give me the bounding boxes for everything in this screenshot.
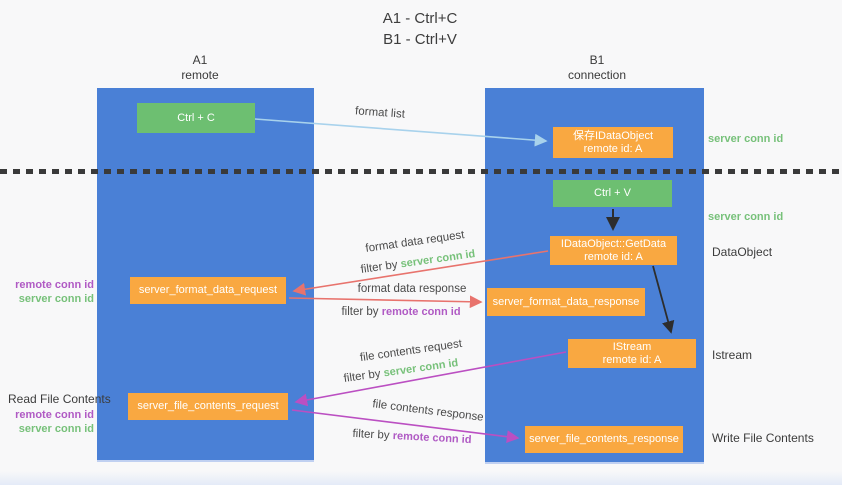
save-idataobject-line2: remote id: A — [583, 142, 643, 155]
lane-a1-role: remote — [181, 68, 219, 82]
read-file-contents-label: Read File Contents — [8, 392, 111, 406]
arrow-format-data-response — [288, 295, 483, 309]
server-file-contents-request-box: server_file_contents_request — [128, 393, 288, 420]
ctrl-c-label: Ctrl + C — [177, 111, 215, 124]
server-format-data-request-label: server_format_data_request — [138, 284, 278, 296]
arrow-format-data-request — [292, 250, 549, 296]
istream-side-label: Istream — [712, 348, 753, 362]
getdata-line1: IDataObject::GetData — [560, 237, 667, 250]
remote-conn-id-label-format: remote conn id — [15, 279, 94, 291]
arrow-format-list — [254, 118, 548, 147]
title-line-1: A1 - Ctrl+C — [382, 10, 458, 27]
remote-conn-id-label-file: remote conn id — [15, 409, 94, 421]
lane-header-a1: A1 remote — [140, 53, 260, 83]
title-line-2: B1 - Ctrl+V — [383, 31, 457, 48]
diagram-title: A1 - Ctrl+C B1 - Ctrl+V — [320, 8, 520, 50]
lane-header-b1: B1 connection — [537, 53, 657, 83]
arrow-file-contents-request — [294, 351, 567, 407]
istream-line1: IStream — [612, 340, 652, 353]
server-conn-id-label-file: server conn id — [18, 423, 94, 435]
server-file-contents-response-label: server_file_contents_response — [529, 433, 679, 445]
lane-b1-role: connection — [567, 68, 627, 82]
lane-a1-name: A1 — [192, 53, 208, 67]
bottom-fade-strip — [0, 471, 842, 485]
arrow-getdata-to-istream — [652, 265, 675, 334]
write-file-contents-label: Write File Contents — [712, 431, 814, 445]
filter-prefix: filter by — [352, 427, 394, 442]
istream-line2: remote id: A — [602, 353, 662, 366]
server-file-contents-request-label: server_file_contents_request — [137, 400, 279, 412]
server-file-contents-response-box: server_file_contents_response — [525, 426, 683, 453]
server-format-data-response-box: server_format_data_response — [487, 288, 645, 316]
getdata-box: IDataObject::GetData remote id: A — [550, 236, 677, 265]
server-format-data-request-box: server_format_data_request — [130, 277, 286, 304]
istream-box: IStream remote id: A — [568, 339, 696, 368]
save-idataobject-box: 保存IDataObject remote id: A — [553, 127, 673, 158]
ctrl-v-box: Ctrl + V — [553, 180, 672, 207]
ctrl-c-box: Ctrl + C — [137, 103, 255, 133]
phase-separator-dotted-line — [0, 169, 842, 174]
filter-by-remote-conn-id-format: filter by remote conn id — [341, 306, 460, 318]
getdata-line2: remote id: A — [584, 250, 643, 263]
server-format-data-response-label: server_format_data_response — [492, 295, 640, 308]
server-conn-id-label-top: server conn id — [708, 133, 784, 145]
format-data-response-label: format data response — [357, 283, 467, 295]
arrow-file-contents-response — [291, 409, 520, 443]
server-conn-id-label-mid: server conn id — [708, 211, 784, 223]
filter-prefix: filter by — [341, 306, 382, 318]
server-conn-id-label-format: server conn id — [18, 293, 94, 305]
ctrl-v-label: Ctrl + V — [594, 187, 631, 199]
filter-value-remote-conn-id: remote conn id — [381, 306, 461, 318]
dataobject-label: DataObject — [712, 245, 773, 259]
lane-b1-name: B1 — [589, 53, 605, 67]
save-idataobject-line1: 保存IDataObject — [572, 129, 654, 142]
